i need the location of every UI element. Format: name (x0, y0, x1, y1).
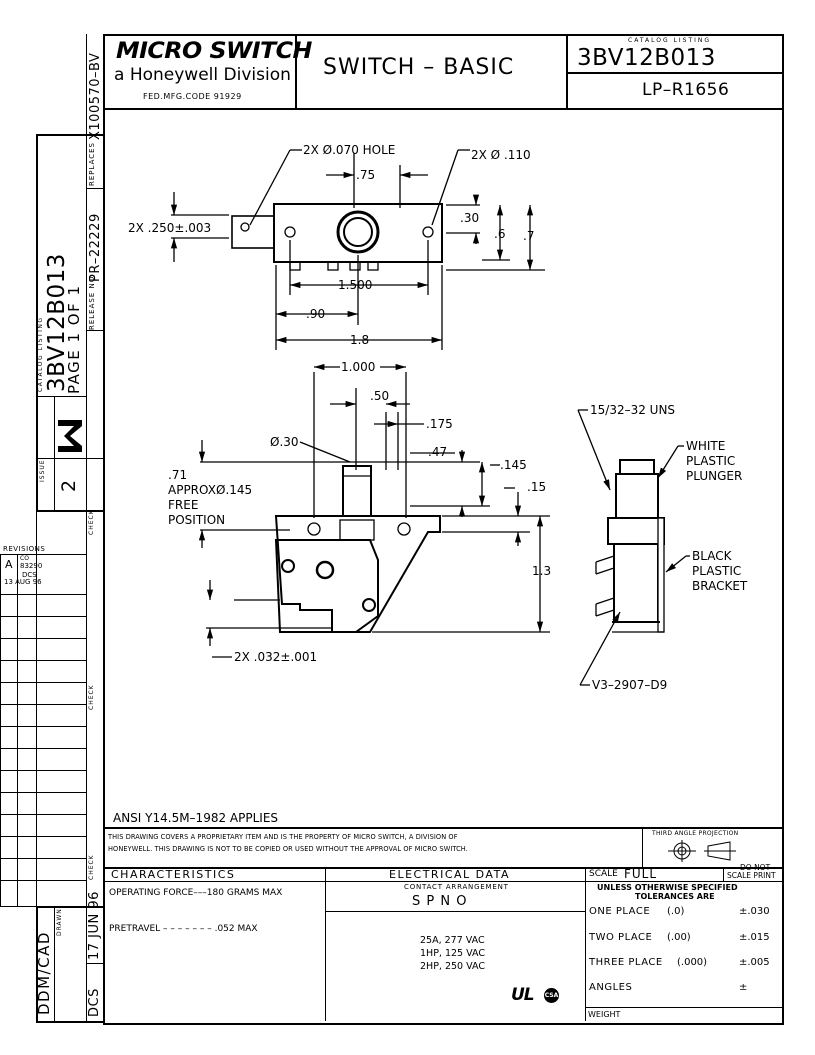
left-strip: REPLACES X100570–BV RELEASE NO PR–22229 … (0, 0, 104, 1055)
rev-number: 83290 (20, 562, 43, 570)
dim-hole-callout: 2X Ø.070 HOLE (303, 143, 395, 157)
title-block: MICRO SWITCH a Honeywell Division FED.MF… (103, 34, 782, 110)
dim-1000: 1.000 (341, 360, 375, 374)
rev-by: DCS (22, 571, 37, 579)
dim-071: .71 (168, 468, 187, 482)
rating-2: 1HP, 125 VAC (420, 948, 485, 959)
label-thread: 15/32–32 UNS (590, 403, 675, 417)
tolerance-format: (.000) (677, 957, 708, 968)
tolerance-header-2: TOLERANCES ARE (635, 892, 715, 901)
label-white: WHITE (686, 439, 725, 453)
ansi-note: ANSI Y14.5M–1982 APPLIES (113, 811, 279, 825)
tolerance-format: (.0) (667, 906, 685, 917)
ul-mark-icon: UL (511, 985, 535, 1005)
dim-dia-0145: Ø.145 (216, 483, 252, 497)
label-black: BLACK (692, 549, 733, 563)
brand-logo-text: MICRO SWITCH (116, 39, 312, 64)
dim-050: .50 (370, 389, 389, 403)
dim-075: .75 (356, 168, 375, 182)
tolerance-format: (.00) (667, 932, 691, 943)
characteristics-header: CHARACTERISTICS (111, 868, 236, 881)
tolerance-label: ANGLES (589, 982, 633, 993)
catalog-number: 3BV12B013 (577, 45, 716, 71)
tolerance-label: THREE PLACE (589, 957, 663, 968)
label-bracket: BRACKET (692, 579, 748, 593)
label-part-no: V3–2907–D9 (592, 678, 667, 692)
dim-13: 1.3 (532, 564, 551, 578)
dim-dia-110: 2X Ø .110 (471, 148, 531, 162)
tolerance-row: ANGLES ± (589, 983, 779, 995)
tolerance-label: ONE PLACE (589, 906, 651, 917)
tolerance-label: TWO PLACE (589, 932, 653, 943)
drawing-border (103, 34, 784, 1025)
dim-18: 1.8 (350, 333, 369, 347)
front-view-body (234, 465, 441, 633)
pretravel: PRETRAVEL – – – – – – – .052 MAX (109, 924, 258, 934)
top-view-body (231, 203, 443, 271)
rev-date: 13 AUG 96 (4, 578, 42, 586)
scale-label: SCALE (589, 869, 618, 879)
contact-arrangement-caption: CONTACT ARRANGEMENT (404, 883, 509, 891)
csa-mark-icon: CSA (544, 988, 559, 1003)
electrical-data-header: ELECTRICAL DATA (389, 868, 510, 881)
third-angle-symbol (668, 840, 736, 862)
rev-letter: A (5, 558, 13, 571)
do-not-label: DO NOT (740, 863, 771, 872)
lp-number: LP–R1656 (642, 80, 730, 100)
tolerance-value: ±.005 (739, 957, 770, 968)
tolerance-header-1: UNLESS OTHERWISE SPECIFIED (597, 883, 738, 892)
dim-0175: .175 (426, 417, 453, 431)
dim-015: .15 (527, 480, 546, 494)
dim-1500: 1.500 (338, 278, 372, 292)
dim-047: .47 (428, 445, 447, 459)
m-logo (57, 418, 83, 454)
dim-090: .90 (306, 307, 325, 321)
dim-07: .7 (523, 229, 534, 243)
dim-032: 2X .032±.001 (234, 650, 317, 664)
side-view-body (595, 459, 665, 633)
proprietary-note-2: HONEYWELL. THIS DRAWING IS NOT TO BE COP… (108, 845, 468, 853)
label-plastic-2: PLASTIC (692, 564, 741, 578)
proprietary-note-1: THIS DRAWING COVERS A PROPRIETARY ITEM A… (108, 833, 458, 841)
scale-print-label: SCALE PRINT (727, 871, 776, 880)
catalog-caption: CATALOG LISTING (628, 37, 712, 44)
tolerance-row: ONE PLACE (.0) ±.030 (589, 907, 779, 919)
operating-force: OPERATING FORCE–––180 GRAMS MAX (109, 888, 283, 898)
rating-1: 25A, 277 VAC (420, 935, 485, 946)
spno-value: S P N O (412, 894, 468, 909)
label-position: POSITION (168, 513, 225, 527)
drawing-title: SWITCH – BASIC (323, 55, 515, 80)
dim-0145: .145 (500, 458, 527, 472)
tolerance-row: TWO PLACE (.00) ±.015 (589, 933, 779, 945)
tolerance-row: THREE PLACE (.000) ±.005 (589, 958, 779, 970)
label-plastic-1: PLASTIC (686, 454, 735, 468)
dim-030: .30 (460, 211, 479, 225)
tolerance-value: ± (739, 982, 748, 993)
division-text: a Honeywell Division (114, 65, 291, 85)
revisions-label: REVISIONS (3, 545, 46, 553)
mfg-code: FED.MFG.CODE 91929 (143, 92, 242, 101)
rev-co: CO (20, 555, 29, 562)
tolerance-value: ±.015 (739, 932, 770, 943)
dim-250: 2X .250±.003 (128, 221, 211, 235)
dim-06: .6 (494, 227, 505, 241)
tolerance-value: ±.030 (739, 906, 770, 917)
rating-3: 2HP, 250 VAC (420, 961, 485, 972)
label-plunger: PLUNGER (686, 469, 742, 483)
label-free: FREE (168, 498, 198, 512)
third-angle-label: THIRD ANGLE PROJECTION (652, 830, 739, 837)
scale-value: FULL (624, 867, 658, 881)
dim-dia-030: Ø.30 (270, 435, 299, 449)
bottom-block: CHARACTERISTICS OPERATING FORCE–––180 GR… (103, 863, 782, 1021)
weight-label: WEIGHT (588, 1010, 621, 1019)
label-approx: APPROX (168, 483, 216, 497)
